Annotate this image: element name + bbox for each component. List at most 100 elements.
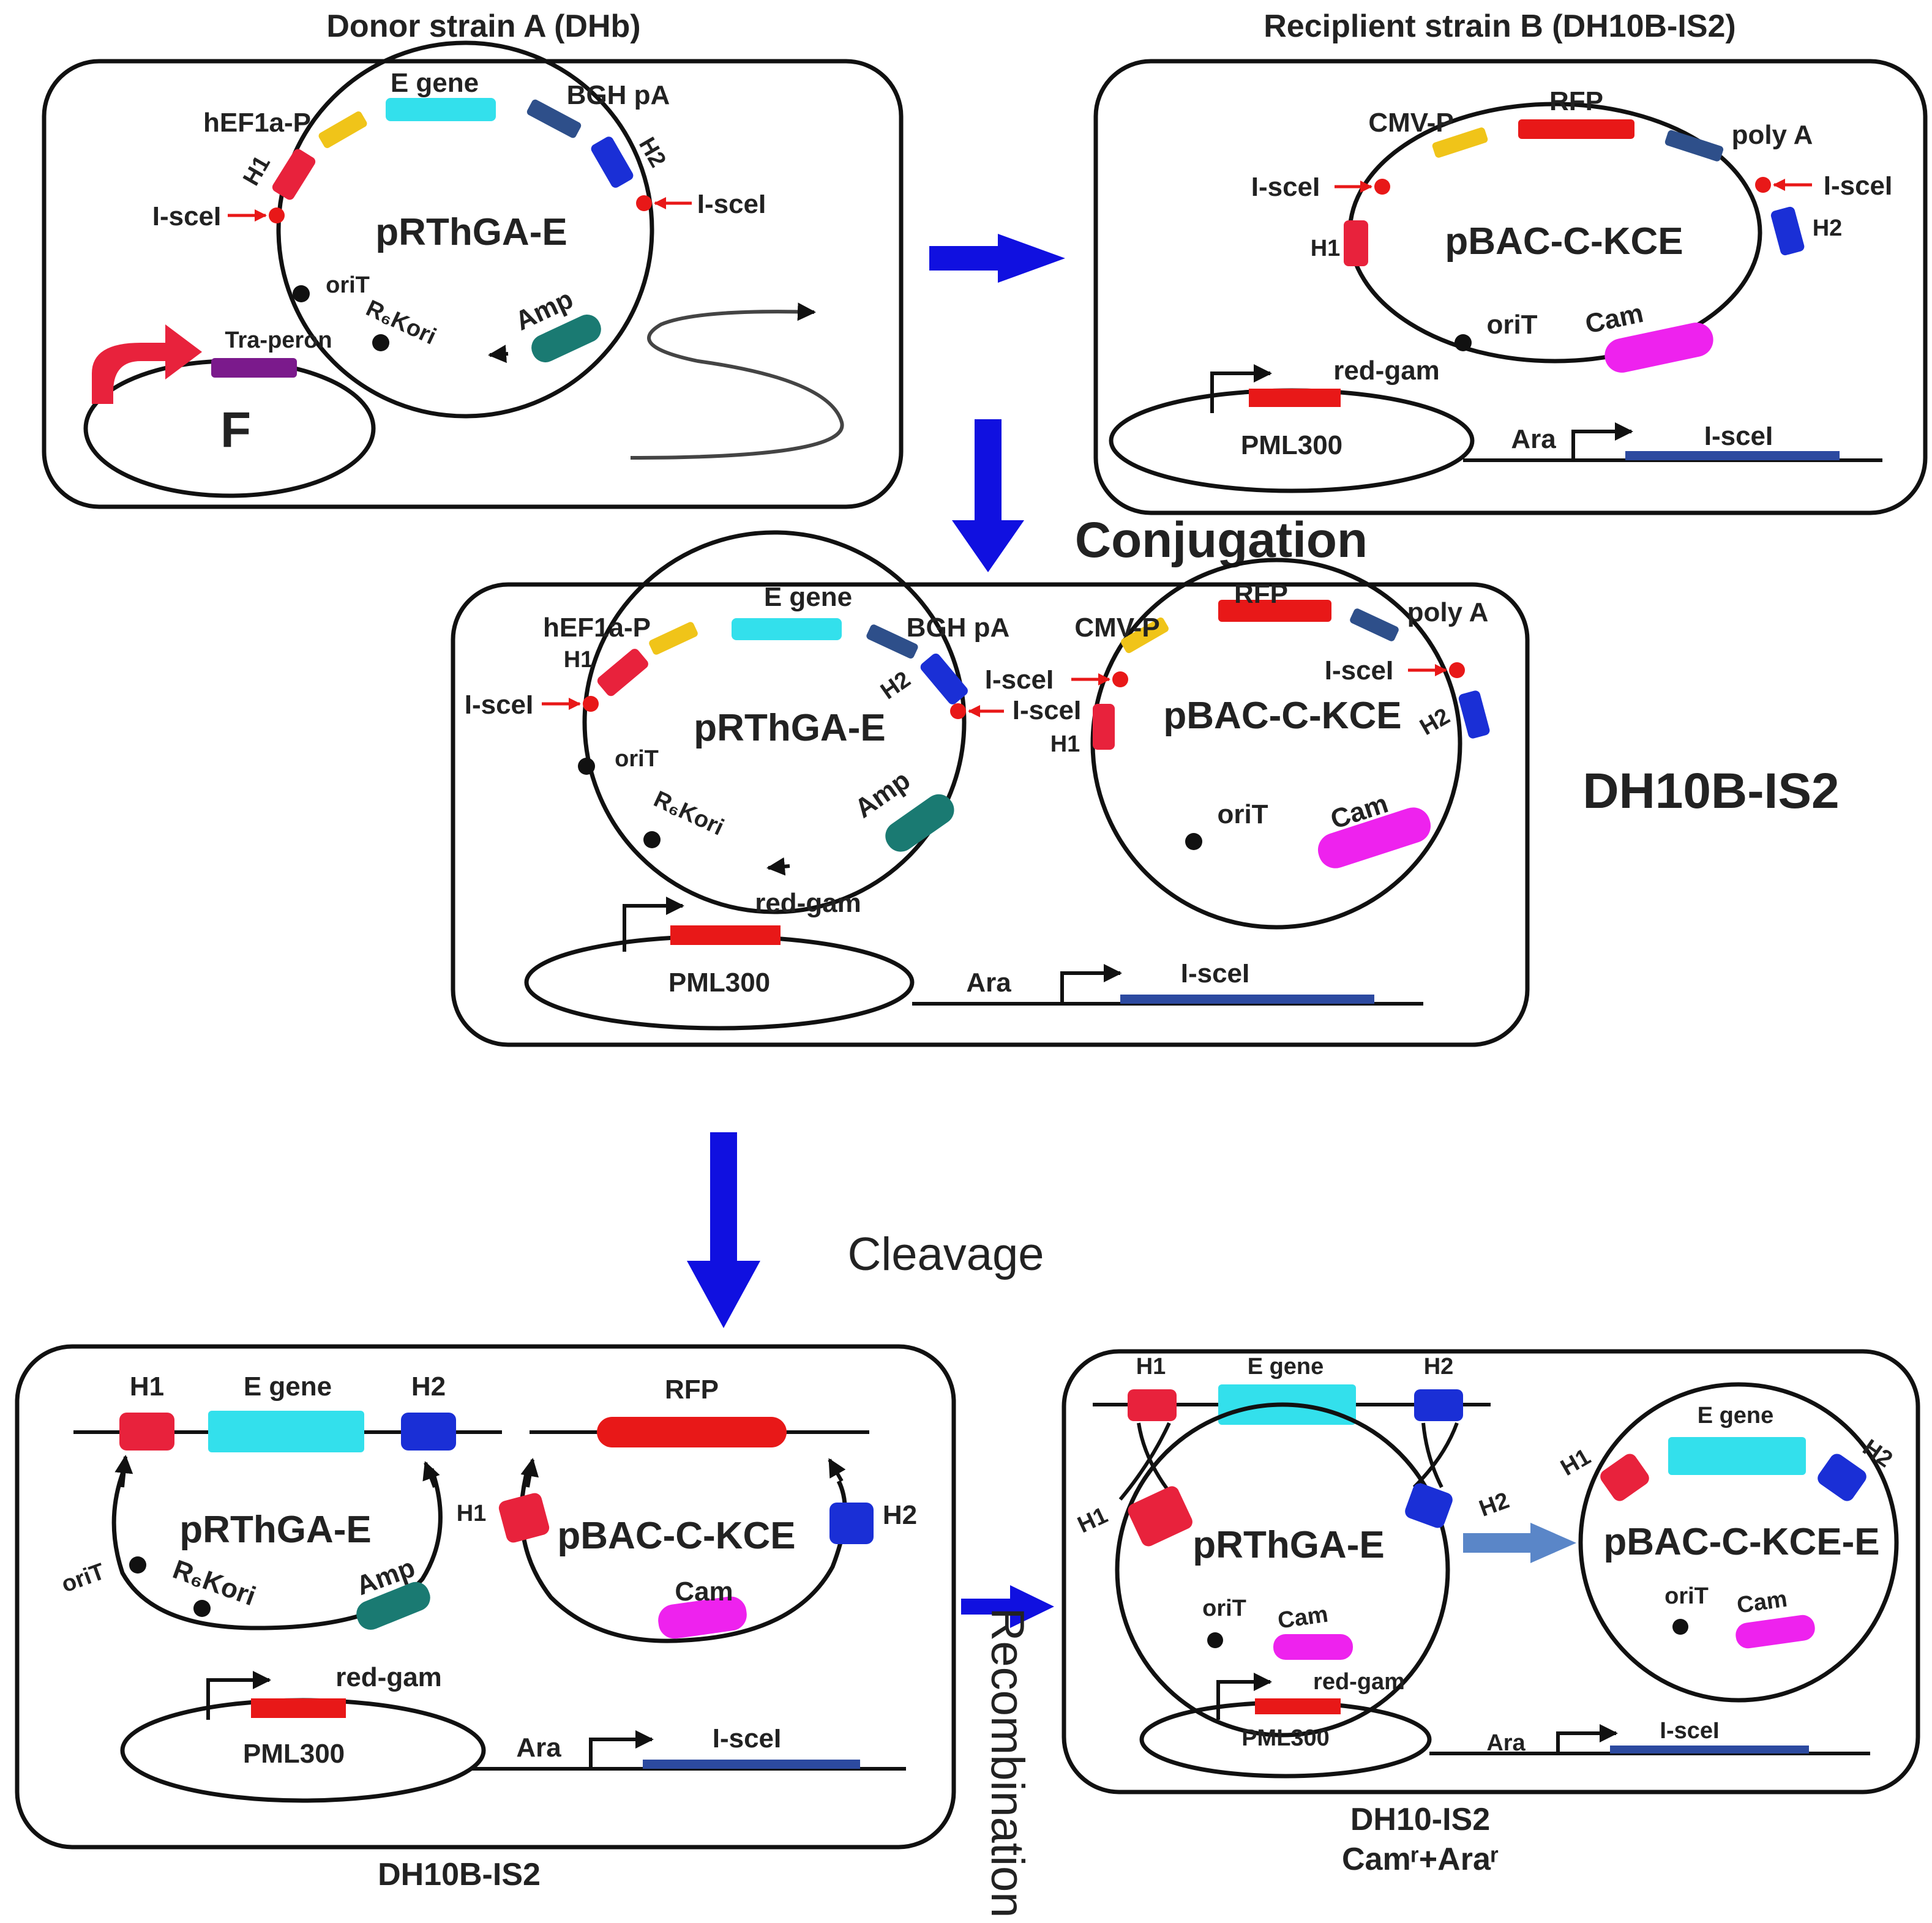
h2-bar-e3: [1818, 1454, 1866, 1501]
polya-bar: [1664, 130, 1724, 162]
hef1a-bar: [318, 111, 367, 148]
orit-dot-c2: [1185, 833, 1202, 850]
rfp-bar: [1518, 119, 1634, 139]
orit-label-c2: oriT: [1217, 799, 1268, 829]
orit-dot: [293, 285, 310, 302]
dh10-is2-label: DH10-IS2: [1350, 1802, 1490, 1837]
amp-bar-c: [885, 794, 954, 852]
cmv-label: CMV-P: [1368, 108, 1453, 138]
e-gene-bar-c: [732, 618, 842, 640]
rfp-label-d: RFP: [665, 1375, 719, 1405]
bgh-bar-c: [866, 624, 918, 659]
h1-label-b: H1: [1311, 236, 1341, 261]
hef1a-bar-c: [649, 622, 698, 655]
e-gene-label-e2: E gene: [1698, 1403, 1774, 1428]
h2-label-b: H2: [1813, 215, 1843, 241]
h1-bar-e: [1128, 1389, 1177, 1421]
prthga-e-ring-c: [582, 530, 967, 914]
orit-label-d: oriT: [58, 1559, 108, 1598]
e-gene-bar-d: [208, 1411, 364, 1452]
bgh-bar: [526, 99, 582, 138]
h2-label-c2: H2: [1415, 703, 1454, 741]
isce-gene-label-d: I-sceI: [713, 1723, 782, 1753]
pbac-label-d: pBAC-C-KCE: [557, 1515, 795, 1557]
h2-label-e3: H2: [1858, 1435, 1897, 1473]
h1-label: H1: [238, 151, 275, 190]
h1-label-e: H1: [1136, 1354, 1166, 1380]
f-label: F: [220, 402, 251, 458]
h1-bar-c2: [1093, 704, 1115, 750]
cam-label-b: Cam: [1582, 298, 1646, 340]
rfp-label-c: RFP: [1234, 579, 1288, 609]
prthga-e-label: pRThGA-E: [375, 211, 567, 253]
isce-gene-bar: [1625, 451, 1840, 460]
h2-bar-e: [1414, 1389, 1463, 1421]
ara-label-c: Ara: [966, 968, 1011, 998]
pml300-label-d: PML300: [243, 1739, 345, 1769]
h1-bar-d2: [498, 1493, 550, 1543]
cam-bar-b: [1604, 323, 1713, 373]
isce-site-right: [636, 195, 652, 211]
cam-ara-label: Camʳ+Araʳ: [1342, 1842, 1499, 1877]
orit-dot-c: [578, 758, 595, 775]
red-gam-label-e: red-gam: [1313, 1669, 1405, 1695]
isce-label-right-b: I-sceI: [1824, 171, 1893, 201]
red-gam-bar-c: [670, 925, 781, 945]
isce-gene-bar-e: [1610, 1746, 1809, 1753]
isce-site-c1: [583, 696, 599, 712]
cam-label-e: Cam: [1276, 1602, 1330, 1634]
polya-bar-c: [1350, 608, 1399, 641]
rfp-bar-d: [597, 1417, 787, 1447]
h1-bar-e2: [1128, 1486, 1193, 1547]
isce-gene-label-e: I-sceI: [1660, 1718, 1719, 1744]
transfer-strand: [630, 302, 844, 460]
conjugation-panel: pRThGA-E E gene hEF1a-P BGH pA H1 H2 I-s…: [451, 530, 1530, 1047]
tra-promoter-arrow: [92, 324, 202, 404]
isce-site-c4: [1449, 662, 1465, 678]
isce-site-left: [269, 207, 285, 223]
isce-site-left-b: [1374, 179, 1390, 195]
cmv-bar-c: [1121, 617, 1169, 654]
bgh-label-c: BGH pA: [907, 613, 1010, 643]
prthga-e-label-e: pRThGA-E: [1193, 1524, 1384, 1566]
cam-label-e2: Cam: [1735, 1586, 1789, 1619]
pbac-e-label: pBAC-C-KCE-E: [1603, 1521, 1879, 1563]
pbac-open-ring: [519, 1468, 847, 1643]
h2-bar-c2: [1458, 690, 1490, 739]
orit-label: oriT: [326, 272, 370, 298]
red-gam-bar-e: [1255, 1698, 1341, 1714]
e-gene-label-e: E gene: [1248, 1354, 1324, 1380]
prthga-e-ring: [276, 40, 654, 419]
isce-label-left-b: I-sceI: [1251, 172, 1320, 202]
prthga-e-open-ring: [111, 1465, 443, 1630]
isce-gene-bar-d: [643, 1760, 860, 1769]
red-gam-bar: [1249, 389, 1341, 407]
cmv-bar: [1432, 127, 1488, 158]
h1-bar-b: [1344, 220, 1368, 266]
orit-label-e: oriT: [1202, 1596, 1246, 1621]
red-gam-label-c: red-gam: [755, 888, 861, 918]
dh10b-label: DH10B-IS2: [1582, 763, 1839, 819]
isce-label-c4: I-sceI: [1325, 655, 1394, 685]
h2-bar-b: [1770, 206, 1805, 256]
hef1a-label-c: hEF1a-P: [543, 613, 651, 643]
r6kori-dot-c: [643, 831, 661, 848]
h1-label-e3: H1: [1556, 1444, 1595, 1481]
isce-site-right-b: [1755, 177, 1771, 193]
r6kori-label-c: R₆Kori: [650, 786, 727, 841]
cleavage-label: Cleavage: [847, 1228, 1044, 1280]
tra-bar: [211, 358, 297, 378]
orit-label-c: oriT: [615, 746, 659, 772]
prthga-e-ring-e: [1115, 1402, 1450, 1738]
prthga-e-label-d: pRThGA-E: [179, 1509, 371, 1551]
isce-gene-bar-c: [1120, 995, 1374, 1004]
h1-label-c: H1: [564, 647, 594, 673]
isce-label-c3: I-sceI: [985, 665, 1054, 695]
pbac-e-ring: [1578, 1382, 1899, 1703]
h1-bar-e3: [1600, 1454, 1649, 1501]
h1-label-c2: H1: [1050, 731, 1080, 757]
pbac-label: pBAC-C-KCE: [1445, 220, 1683, 263]
isce-label-c2: I-sceI: [1013, 695, 1082, 725]
h1-bar: [272, 149, 316, 200]
